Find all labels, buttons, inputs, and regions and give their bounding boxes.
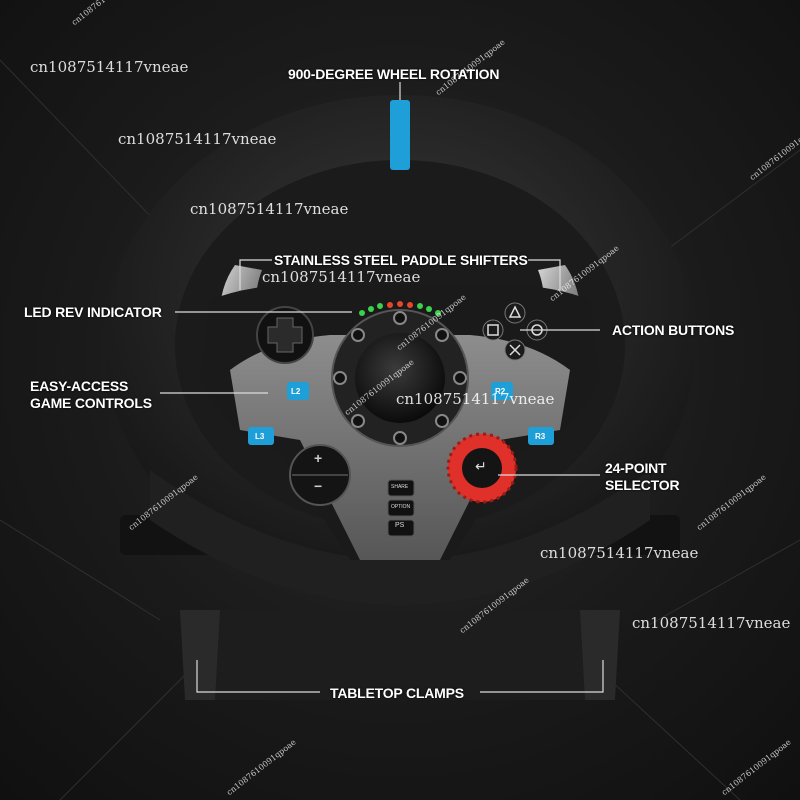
label-paddle-shifters: STAINLESS STEEL PADDLE SHIFTERS <box>274 252 528 268</box>
label-selector-2: SELECTOR <box>605 477 680 493</box>
minus-button: − <box>314 478 323 494</box>
r2-button: R2 <box>495 387 506 396</box>
label-wheel-rotation: 900-DEGREE WHEEL ROTATION <box>288 66 500 82</box>
enter-button: ↵ <box>475 458 487 474</box>
share-button: SHARE <box>391 484 409 490</box>
label-easy-access-1: EASY-ACCESS <box>30 378 129 394</box>
label-action-buttons: ACTION BUTTONS <box>612 322 735 338</box>
r3-button: R3 <box>535 432 546 441</box>
label-selector-1: 24-POINT <box>605 460 667 476</box>
callout-lines <box>160 82 604 693</box>
ps-button: PS <box>395 522 405 529</box>
option-button: OPTION <box>391 504 411 510</box>
rotation-marker <box>390 100 410 170</box>
l2-button-shape <box>287 382 309 400</box>
label-tabletop-clamps: TABLETOP CLAMPS <box>330 685 464 701</box>
plus-minus-buttons <box>289 444 351 506</box>
led-rev-indicator <box>359 301 441 316</box>
plus-button: + <box>314 450 323 466</box>
dpad <box>256 306 314 364</box>
label-led-rev: LED REV INDICATOR <box>24 304 162 320</box>
24-point-selector-dial <box>446 432 518 504</box>
r3-button-shape <box>528 427 554 445</box>
label-easy-access-2: GAME CONTROLS <box>30 395 152 411</box>
center-hub <box>355 333 445 423</box>
r2-button-shape <box>491 382 513 400</box>
l3-button: L3 <box>255 432 265 441</box>
l2-button: L2 <box>291 387 301 396</box>
steel-faceplate <box>230 335 570 560</box>
l3-button-shape <box>248 427 274 445</box>
center-buttons <box>387 479 415 537</box>
hub-bolts <box>333 311 467 445</box>
